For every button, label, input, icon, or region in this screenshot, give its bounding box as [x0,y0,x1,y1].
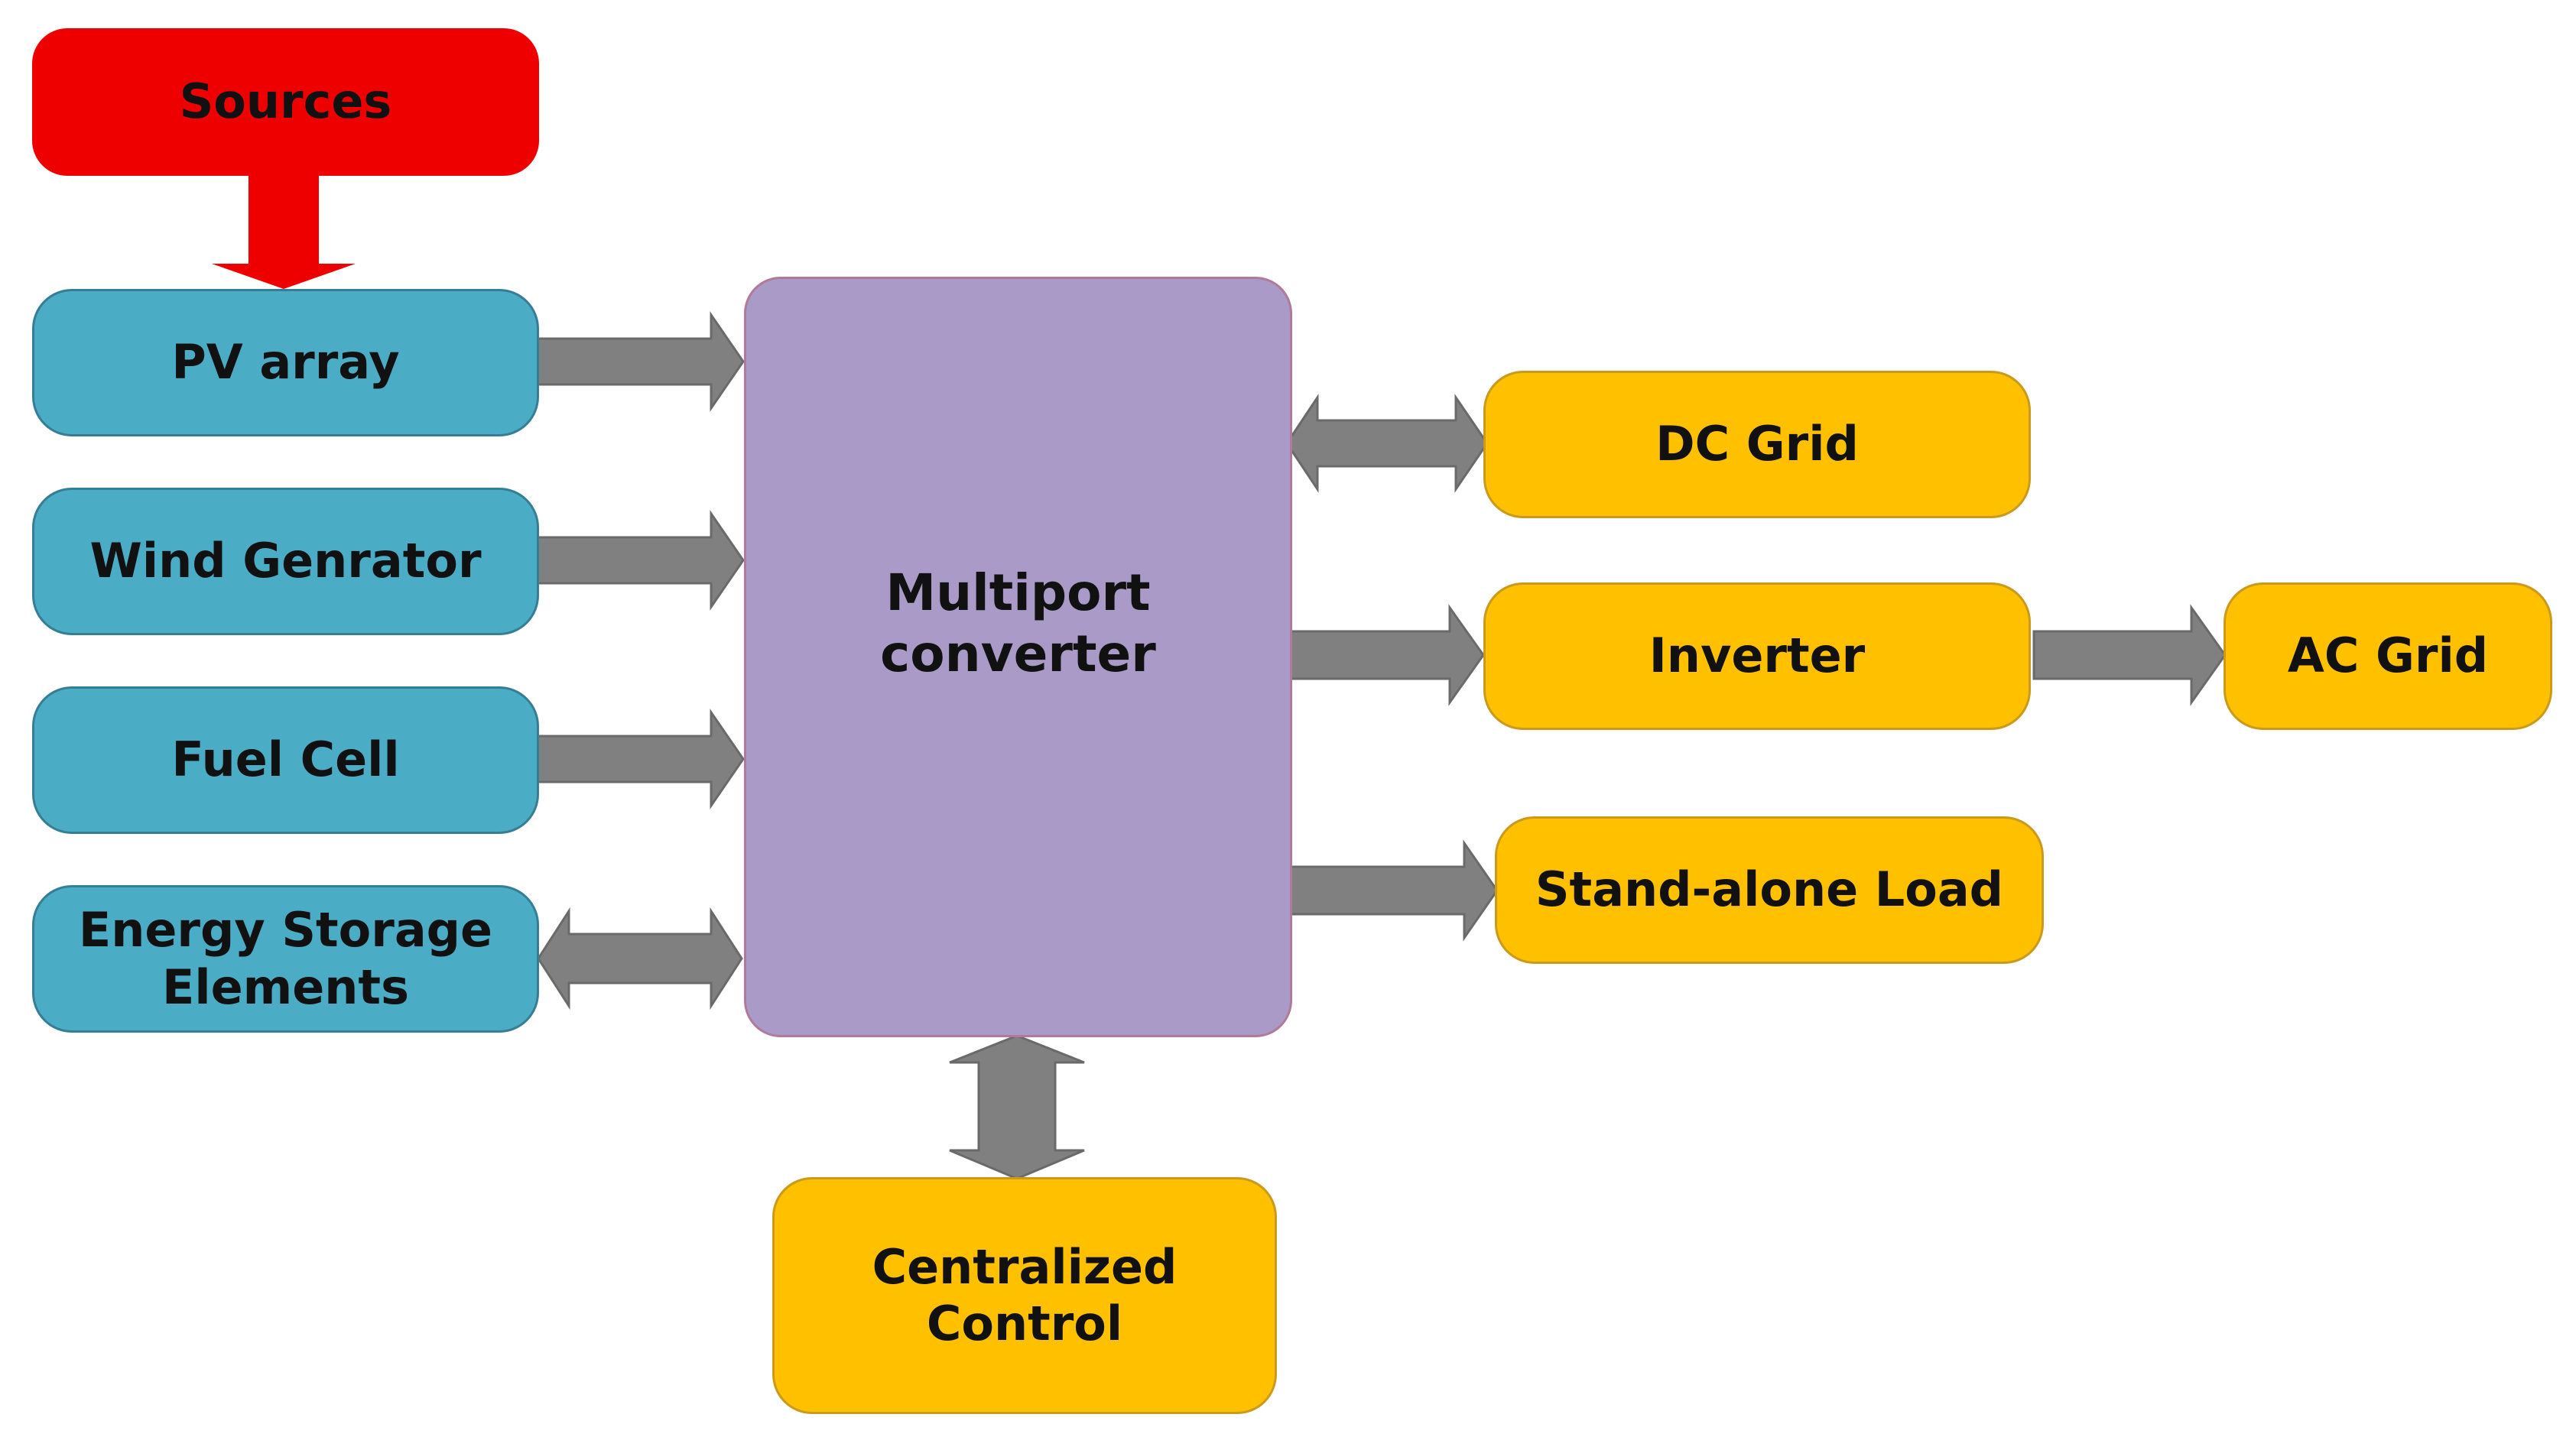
dc-grid-block: DC Grid [1483,371,2031,518]
dc-grid-label: DC Grid [1655,416,1859,472]
wind-generator-block: Wind Genrator [32,488,539,635]
fuel-cell-label: Fuel Cell [171,731,400,788]
pv-array-block: PV array [32,289,539,436]
sources-block: Sources [32,28,539,176]
energy-storage-block: Energy Storage Elements [32,885,539,1033]
wind-to-converter-arrow [534,510,745,611]
stand-alone-load-label: Stand-alone Load [1535,861,2004,918]
sources-to-pv-arrow [212,174,356,289]
energy-storage-label: Energy Storage Elements [78,902,493,1015]
pv-to-converter-arrow [534,311,745,412]
stand-alone-load-block: Stand-alone Load [1495,816,2044,964]
converter-to-load-arrow [1287,839,1499,942]
inverter-to-acgrid-arrow [2032,604,2227,706]
centralized-control-label: Centralized Control [872,1238,1178,1351]
wind-generator-label: Wind Genrator [89,533,482,589]
multiport-converter-block: Multiport converter [744,277,1292,1037]
storage-converter-bidirectional-arrow [537,907,743,1010]
pv-array-label: PV array [171,334,400,391]
inverter-label: Inverter [1649,628,1866,684]
sources-label: Sources [179,73,392,130]
fuel-cell-block: Fuel Cell [32,686,539,834]
ac-grid-block: AC Grid [2224,582,2552,730]
converter-to-inverter-arrow [1287,604,1485,706]
converter-dcgrid-bidirectional-arrow [1285,394,1489,493]
fuel-to-converter-arrow [534,709,745,809]
multiport-converter-label: Multiport converter [880,563,1156,683]
inverter-block: Inverter [1483,582,2031,730]
centralized-control-block: Centralized Control [772,1177,1277,1414]
converter-control-bidirectional-arrow [949,1034,1085,1180]
ac-grid-label: AC Grid [2287,628,2489,684]
